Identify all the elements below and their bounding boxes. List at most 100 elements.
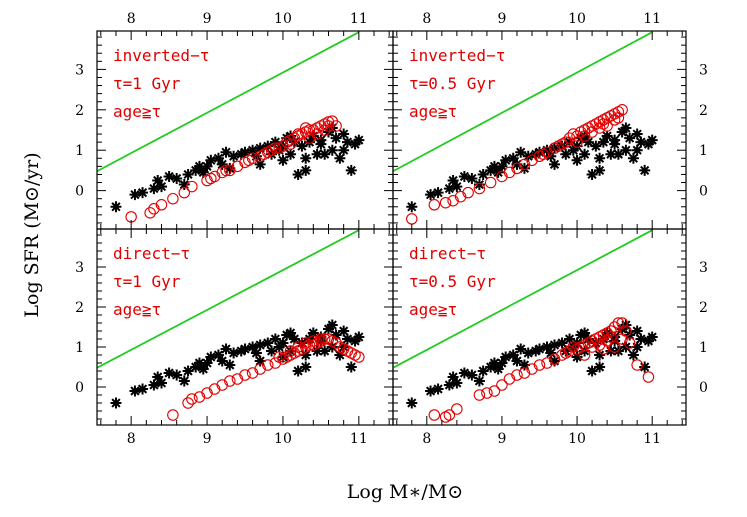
model-point	[511, 162, 523, 175]
observed-point	[646, 331, 658, 343]
y-tick-label-right: 0	[699, 184, 708, 200]
observed-point	[590, 140, 602, 152]
model-point	[608, 321, 621, 333]
x-tick-label-top: 11	[643, 11, 661, 27]
observed-point	[205, 154, 217, 166]
observed-point	[338, 144, 350, 156]
observed-point	[488, 357, 500, 369]
y-tick-label-right: 3	[699, 260, 708, 276]
reference-line	[97, 229, 360, 369]
y-axis-title: Log SFR (M⊙/yr)	[21, 152, 43, 317]
model-point	[484, 176, 497, 189]
model-point	[273, 142, 285, 154]
model-point	[605, 331, 617, 343]
observed-point	[345, 361, 357, 373]
observed-point	[269, 333, 281, 345]
observed-point	[212, 349, 224, 361]
observed-point	[262, 337, 274, 349]
model-point	[503, 166, 516, 179]
model-point	[443, 409, 456, 421]
y-tick-label-left: 0	[75, 380, 84, 396]
model-point	[262, 359, 274, 371]
panel-annotation: age≧τ	[409, 102, 457, 121]
observed-point	[530, 148, 542, 160]
observed-point	[334, 152, 346, 164]
y-tick-label-right: 2	[699, 103, 708, 119]
model-point	[330, 120, 342, 132]
observed-point	[220, 146, 232, 158]
reference-line	[393, 31, 653, 173]
model-point	[496, 379, 508, 391]
panel-frame	[392, 228, 687, 426]
model-point	[269, 357, 282, 369]
model-point	[511, 369, 523, 381]
observed-point	[247, 341, 259, 353]
observed-point	[425, 189, 437, 201]
observed-point	[425, 385, 437, 397]
observed-point	[586, 168, 598, 180]
model-point	[428, 199, 441, 211]
observed-point	[254, 355, 266, 367]
x-axis-title: Log M∗/M⊙	[347, 481, 463, 503]
model-point	[481, 387, 493, 399]
observed-point	[322, 126, 334, 138]
observed-point	[224, 162, 236, 174]
observed-point	[304, 136, 316, 148]
model-point	[526, 363, 538, 375]
observed-point	[228, 347, 240, 359]
observed-point	[575, 329, 587, 341]
model-point	[186, 393, 198, 405]
model-point	[182, 397, 194, 409]
panel-data-layer	[97, 229, 365, 421]
observed-point	[597, 136, 609, 148]
observed-point	[254, 142, 266, 154]
model-point	[231, 373, 244, 385]
observed-point	[148, 183, 160, 195]
observed-point	[224, 359, 236, 371]
observed-point	[447, 175, 459, 187]
observed-point	[250, 347, 262, 359]
model-point	[503, 373, 516, 385]
model-point	[518, 158, 531, 171]
observed-point	[285, 148, 297, 160]
observed-point	[216, 158, 228, 170]
model-point	[608, 341, 621, 353]
observed-point	[197, 363, 209, 375]
observed-point	[326, 122, 338, 134]
x-tick-label-top: 11	[350, 11, 368, 27]
observed-point	[571, 140, 583, 152]
observed-point	[216, 355, 228, 367]
observed-point	[564, 333, 576, 345]
observed-point	[522, 347, 534, 359]
model-point	[224, 375, 236, 387]
observed-point	[190, 361, 202, 373]
panel-annotation: inverted−τ	[113, 46, 209, 65]
observed-point	[239, 146, 251, 158]
model-point	[258, 148, 270, 160]
observed-point	[288, 136, 300, 148]
model-point	[246, 367, 259, 379]
observed-point	[492, 363, 504, 375]
observed-point	[579, 148, 591, 160]
observed-point	[549, 355, 561, 367]
observed-point	[466, 369, 478, 381]
x-tick-label-top: 8	[422, 11, 431, 27]
observed-point	[631, 341, 643, 353]
observed-point	[620, 319, 632, 331]
model-point	[593, 339, 606, 351]
observed-point	[247, 144, 259, 156]
observed-point	[250, 150, 262, 162]
observed-point	[639, 361, 651, 373]
model-point	[451, 403, 463, 415]
model-point	[642, 371, 655, 383]
observed-point	[458, 170, 470, 182]
observed-point	[171, 172, 183, 184]
model-point	[269, 142, 282, 154]
model-point	[315, 333, 327, 345]
observed-point	[594, 361, 606, 373]
model-point	[292, 341, 304, 353]
y-tick-label-left: 2	[75, 300, 84, 316]
observed-point	[496, 160, 508, 172]
observed-point	[307, 327, 319, 339]
model-point	[567, 128, 580, 140]
